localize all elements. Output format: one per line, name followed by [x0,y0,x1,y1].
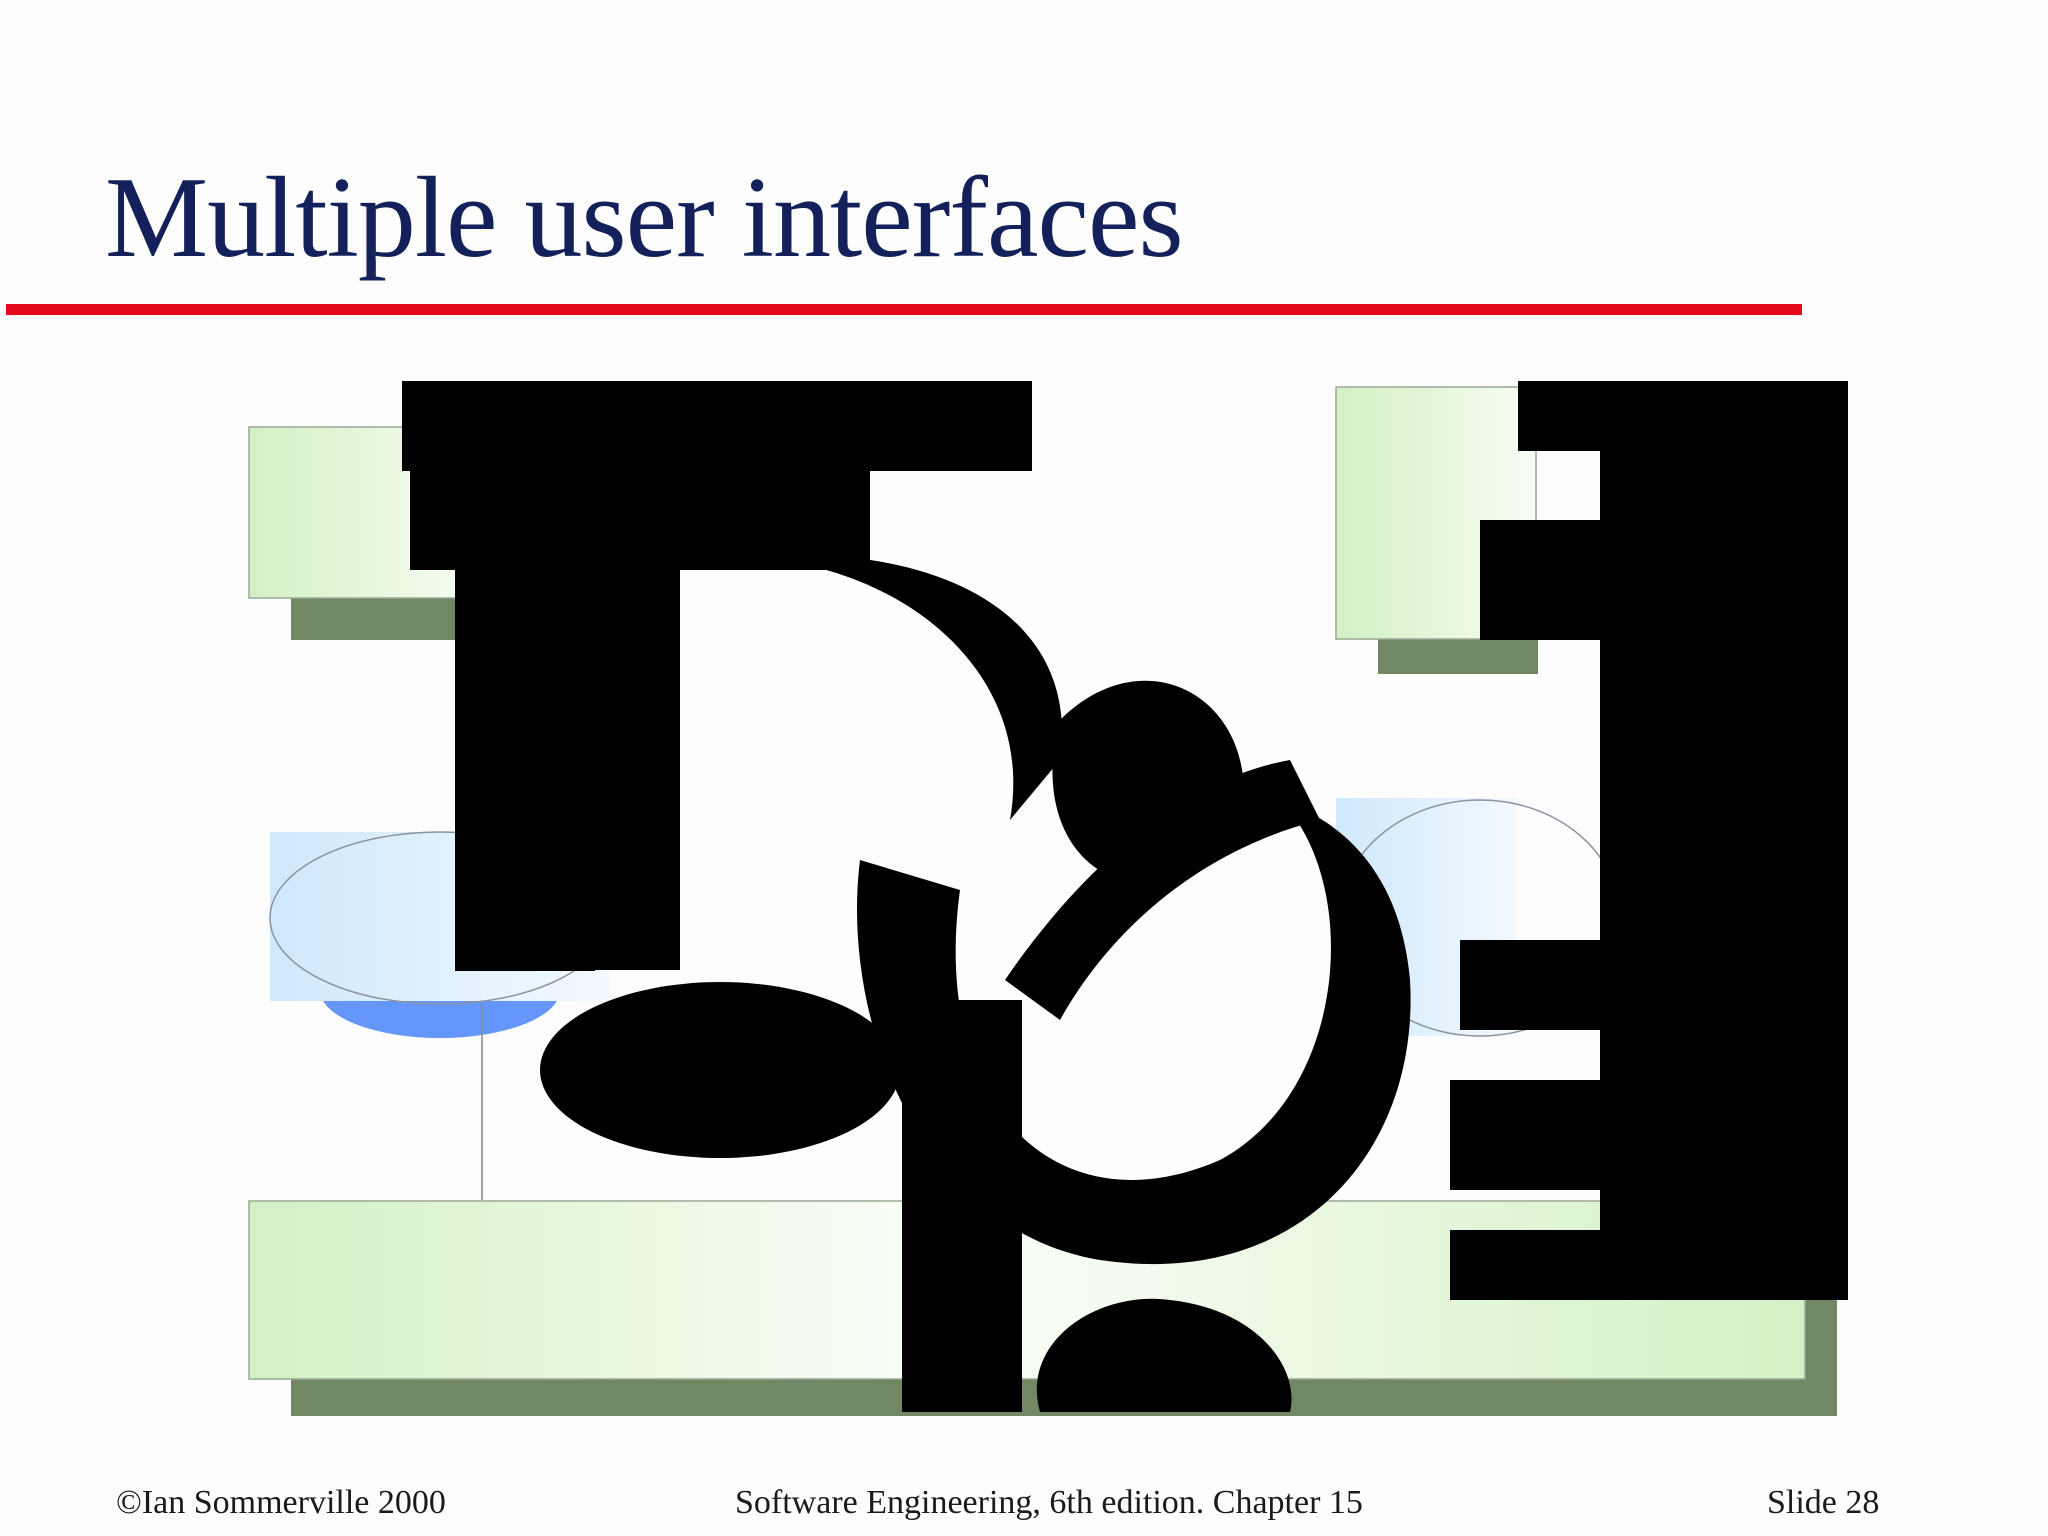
footer-book: Software Engineering, 6th edition. Chapt… [735,1484,1363,1521]
overlay-block-right-foot [1450,1230,1848,1300]
footer-copyright: ©Ian Sommerville 2000 [116,1484,446,1521]
title-rule [6,304,1802,315]
slide-title: Multiple user interfaces [105,154,1184,282]
occluding-overlay [402,381,1848,1412]
overlay-block-right-low [1460,940,1610,1030]
overlay-column-lower [902,1000,1022,1412]
overlay-block-right-base [1450,1080,1848,1190]
overlay-arc [1005,760,1320,1020]
overlay-block-left [455,381,595,971]
overlay-block-left-mid [410,470,870,570]
footer-slide-number: Slide 28 [1767,1484,1880,1521]
overlay-block-stem [595,570,680,970]
overlay-curve-upper [700,554,1063,820]
overlay-hook [1036,1298,1292,1412]
overlay-block-right-mid [1480,520,1610,640]
overlay-loop [540,982,900,1158]
